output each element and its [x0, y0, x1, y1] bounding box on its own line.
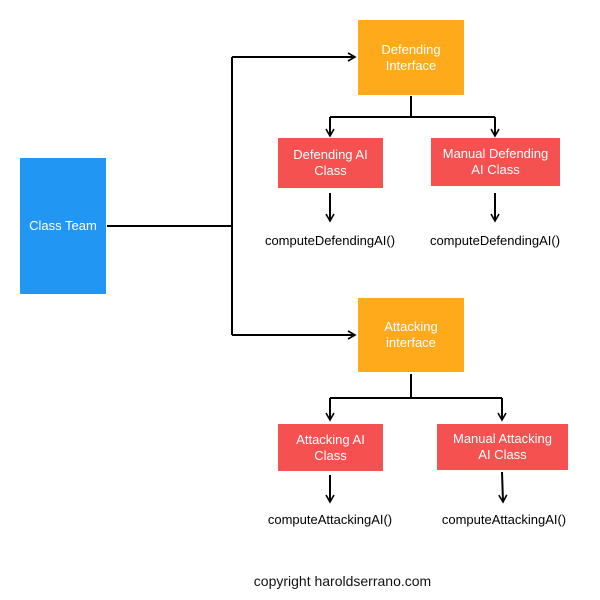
- manual-attacking-method: computeAttackingAI(): [441, 512, 567, 527]
- class-team-label: Class Team: [29, 218, 97, 233]
- class-team-box: Class Team: [20, 158, 106, 294]
- manual-attacking-method-arrow: [498, 471, 508, 504]
- manual-attacking-ai-class-box: Manual Attacking AI Class: [437, 424, 568, 470]
- defending-interface-label: Defending Interface: [381, 41, 441, 73]
- attacking-ai-method: computeAttackingAI(): [267, 512, 393, 527]
- attacking-interface-label: Attacking interface: [384, 319, 438, 350]
- attacking-ai-class-label: Attacking AI Class: [296, 431, 365, 463]
- attacking-ai-class-box: Attacking AI Class: [278, 424, 383, 471]
- manual-defending-ai-class-label: Manual Defending AI Class: [442, 146, 549, 177]
- defending-interface-box: Defending Interface: [358, 20, 464, 95]
- defending-ai-method: computeDefendingAI(): [264, 233, 396, 248]
- attacking-interface-box: Attacking interface: [358, 298, 464, 372]
- manual-defending-ai-class-box: Manual Defending AI Class: [431, 138, 560, 186]
- manual-attacking-ai-class-label: Manual Attacking AI Class: [452, 431, 552, 462]
- defending-ai-class-box: Defending AI Class: [278, 138, 383, 188]
- copyright-footer: copyright haroldserrano.com: [253, 573, 432, 589]
- manual-defending-method: computeDefendingAI(): [429, 233, 561, 248]
- defending-ai-class-label: Defending AI Class: [293, 147, 368, 178]
